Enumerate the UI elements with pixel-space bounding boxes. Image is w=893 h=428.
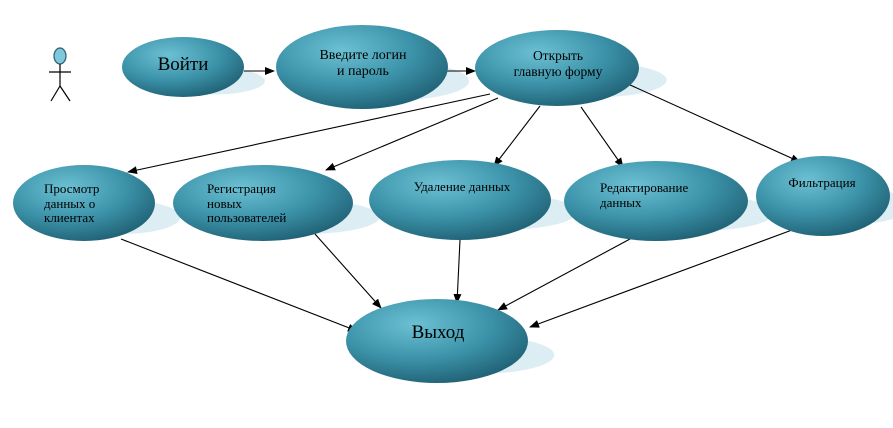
node-filter bbox=[756, 156, 890, 236]
edge-main-to-view bbox=[127, 93, 491, 175]
node-view bbox=[13, 165, 155, 241]
edge-register-to-exit bbox=[314, 233, 382, 309]
node-login bbox=[122, 37, 244, 97]
node-delete bbox=[369, 160, 551, 240]
edge-delete-to-exit bbox=[453, 239, 462, 304]
edge-main-to-filter bbox=[627, 83, 801, 163]
stick-figure-icon bbox=[49, 47, 71, 102]
edge-main-to-delete bbox=[493, 105, 541, 167]
edge-view-to-exit bbox=[120, 238, 358, 332]
edge-edit-to-exit bbox=[497, 238, 631, 311]
node-edit bbox=[564, 161, 748, 241]
node-creds bbox=[276, 25, 448, 109]
node-exit bbox=[346, 299, 528, 383]
node-register bbox=[173, 165, 353, 241]
edge-main-to-edit bbox=[580, 106, 624, 168]
edge-filter-to-exit bbox=[529, 229, 793, 328]
edge-main-to-register bbox=[325, 97, 499, 171]
node-main bbox=[475, 30, 639, 106]
